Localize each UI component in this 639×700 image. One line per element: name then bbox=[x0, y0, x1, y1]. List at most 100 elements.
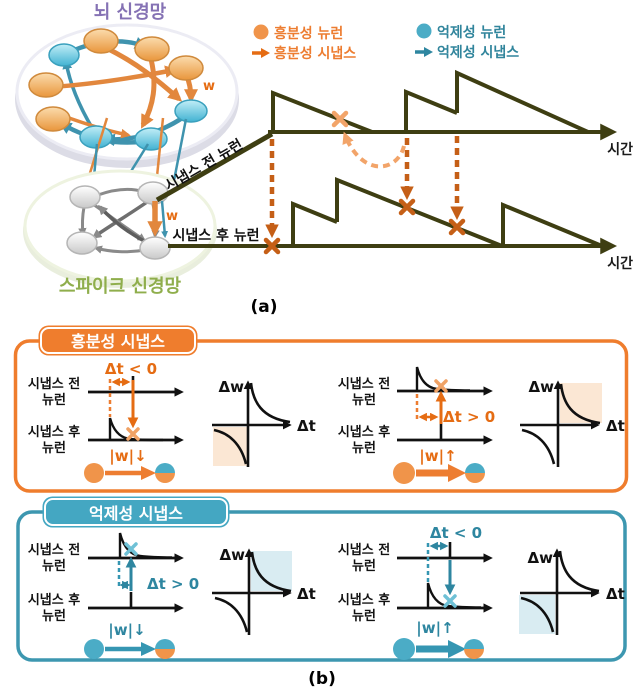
post-neuron-label: 시냅스 후 bbox=[28, 592, 80, 608]
synapse-weight-icon bbox=[84, 639, 175, 659]
synapse-weight-icon bbox=[393, 638, 484, 660]
positive-branch bbox=[558, 550, 600, 593]
stdp-curve-chart: Δw Δt bbox=[212, 546, 316, 635]
pre-neuron-label: 시냅스 전 bbox=[338, 376, 390, 392]
spike-cross-marker bbox=[126, 427, 140, 441]
ltp-branch bbox=[249, 382, 291, 424]
inhibitory-neuron-icon bbox=[416, 23, 432, 39]
ltd-feedback-arc bbox=[342, 131, 406, 169]
inhibitory-synapse-panel: 억제성 시냅스 시냅스 전 뉴런 Δt > 0 시냅스 후 뉴런 |w|↓ bbox=[16, 496, 627, 662]
negative-branch bbox=[520, 596, 555, 633]
time-axis-label-top: 시간 bbox=[607, 141, 633, 158]
positive-branch bbox=[250, 551, 292, 593]
post-trace-decay bbox=[426, 582, 482, 609]
post-neuron-label: 시냅스 후 bbox=[338, 424, 390, 440]
spike-timing-arrows bbox=[265, 131, 464, 239]
dw-axis-label: Δw bbox=[219, 378, 245, 396]
weight-label-lower: w bbox=[166, 209, 178, 224]
excitatory-panel-border bbox=[13, 339, 629, 493]
weight-change-label: |w|↓ bbox=[109, 447, 146, 466]
excitatory-neuron-node bbox=[28, 72, 64, 98]
snn-inhibitory-arrow bbox=[160, 200, 169, 239]
brain-network-neurons bbox=[28, 28, 208, 151]
excitatory-neuron-node bbox=[83, 28, 119, 54]
snn-neuron-node bbox=[66, 231, 98, 255]
post-neuron-label: 시냅스 후 bbox=[338, 592, 390, 608]
snn-neuron-node bbox=[139, 236, 171, 260]
dt-label: Δt < 0 bbox=[430, 524, 482, 542]
synapse-weight-icon bbox=[393, 462, 485, 484]
pre-neuron-connector bbox=[155, 131, 274, 203]
spike-cross-marker bbox=[331, 110, 349, 128]
dt-label: Δt > 0 bbox=[443, 408, 495, 426]
excitatory-synapse-icon bbox=[252, 48, 270, 58]
shaded-region bbox=[519, 595, 555, 634]
excitatory-badge bbox=[40, 327, 196, 354]
spike-cross-marker bbox=[263, 237, 281, 255]
spike-cross-marker bbox=[443, 594, 457, 608]
dw-axis-label: Δw bbox=[529, 378, 555, 396]
panel-a-label: (a) bbox=[250, 297, 277, 317]
weight-change-label: |w|↓ bbox=[108, 621, 145, 640]
inhibitory-neuron-node bbox=[48, 43, 80, 67]
ltd-shaded-region bbox=[213, 427, 247, 466]
spike-cross-marker bbox=[448, 218, 466, 236]
excitatory-case-negative-dt: 시냅스 전 뉴런 Δt < 0 시냅스 후 뉴런 |w|↓ bbox=[28, 360, 316, 483]
dt-label: Δt > 0 bbox=[147, 575, 199, 593]
inhibitory-neuron-node bbox=[174, 99, 208, 123]
pre-trace-decay bbox=[118, 532, 173, 559]
dt-axis-label: Δt bbox=[297, 585, 316, 603]
pre-neuron-label: 뉴런 bbox=[352, 393, 376, 408]
excitatory-neuron-icon bbox=[253, 24, 269, 40]
excitatory-neuron-node bbox=[35, 106, 71, 132]
dt-axis-label: Δt bbox=[297, 417, 316, 435]
post-neuron-label: 뉴런 bbox=[42, 609, 66, 624]
legend-excitatory-neuron: 흥분성 뉴런 bbox=[274, 25, 343, 42]
stdp-curve-chart: Δw Δt bbox=[212, 378, 316, 467]
inhibitory-panel-title: 억제성 시냅스 bbox=[89, 504, 183, 523]
spike-cross-marker bbox=[398, 198, 416, 216]
dw-axis-label: Δw bbox=[220, 546, 246, 564]
excitatory-case-positive-dt: 시냅스 전 뉴런 Δt > 0 시냅스 후 뉴런 |w|↑ bbox=[338, 366, 625, 484]
dt-label: Δt < 0 bbox=[105, 360, 157, 378]
post-neuron-label: 뉴런 bbox=[352, 609, 376, 624]
inhibitory-panel-border bbox=[16, 510, 627, 662]
pre-neuron-label: 뉴런 bbox=[352, 559, 376, 574]
pre-neuron-label: 뉴런 bbox=[42, 393, 66, 408]
post-neuron-label: 뉴런 bbox=[42, 441, 66, 456]
snn-neuron-node bbox=[69, 185, 101, 209]
weight-label-upper: w bbox=[203, 79, 215, 94]
post-neuron-label: 시냅스 후 bbox=[28, 424, 80, 440]
inhibitory-case-negative-dt: 시냅스 전 뉴런 Δt < 0 시냅스 후 뉴런 |w|↑ bbox=[338, 524, 625, 660]
excitatory-synapse-panel: 흥분성 시냅스 시냅스 전 뉴런 Δt < 0 시냅스 후 뉴런 |w|↓ bbox=[13, 325, 629, 493]
spike-cross-marker bbox=[124, 542, 138, 556]
negative-branch bbox=[214, 596, 249, 633]
panel-a: w bbox=[15, 2, 633, 317]
post-spike-trace bbox=[291, 177, 603, 248]
ltd-branch bbox=[213, 428, 248, 465]
pre-neuron-label: 시냅스 전 bbox=[28, 376, 80, 392]
pre-neuron-label: 시냅스 전 bbox=[28, 542, 80, 558]
panel-b-label: (b) bbox=[308, 669, 336, 689]
inhibitory-badge bbox=[44, 498, 228, 526]
snn-neuron-node bbox=[137, 181, 169, 205]
spiking-network: w bbox=[23, 169, 217, 288]
brain-network: w bbox=[15, 23, 239, 168]
inhibitory-synapse-icon bbox=[415, 47, 433, 57]
post-neuron-label: 뉴런 bbox=[352, 441, 376, 456]
ltd-branch bbox=[521, 428, 556, 465]
legend-inhibitory-synapse: 억제성 시냅스 bbox=[437, 45, 519, 61]
brain-network-title: 뇌 신경망 bbox=[94, 2, 167, 23]
excitatory-neuron-node bbox=[168, 55, 204, 81]
stdp-curve-chart: Δw Δt bbox=[520, 378, 625, 467]
excitatory-neuron-node bbox=[134, 36, 170, 62]
pre-neuron-label: 시냅스 전 bbox=[338, 542, 390, 558]
spike-cross-marker bbox=[434, 379, 448, 393]
pre-neuron-label: 뉴런 bbox=[42, 559, 66, 574]
excitatory-panel-title: 흥분성 시냅스 bbox=[71, 332, 165, 351]
dw-axis-label: Δw bbox=[528, 549, 554, 567]
time-axis-label-bottom: 시간 bbox=[607, 255, 633, 272]
dt-axis-label: Δt bbox=[606, 585, 625, 603]
